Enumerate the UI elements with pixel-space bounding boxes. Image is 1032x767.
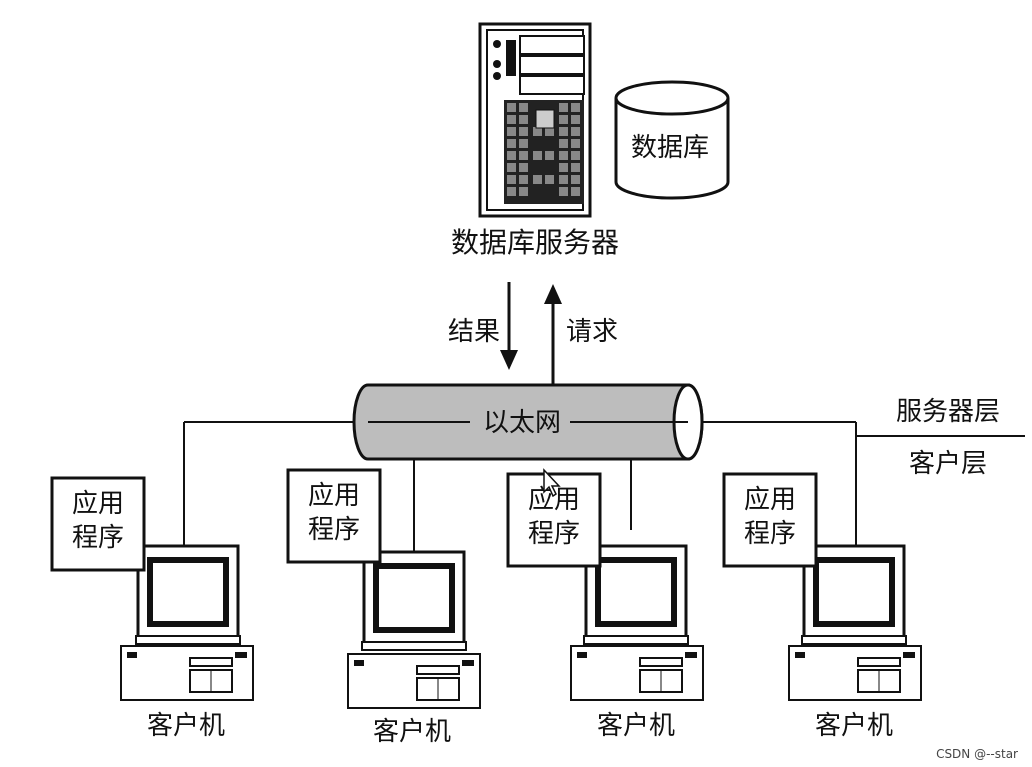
database-label: 数据库 xyxy=(631,133,709,163)
client-1: 应用 程序 客户机 xyxy=(50,476,254,741)
app-label-line2: 程序 xyxy=(72,523,124,553)
monitor-icon xyxy=(801,544,907,645)
desktop-case-icon xyxy=(788,645,922,701)
app-box xyxy=(50,476,146,572)
server-tower-icon xyxy=(478,22,592,218)
client-label: 客户机 xyxy=(815,711,893,741)
result-arrow-icon xyxy=(500,282,518,370)
db-server-label: 数据库服务器 xyxy=(451,226,619,259)
request-arrow-icon xyxy=(544,284,562,385)
desktop-case-icon xyxy=(347,653,481,709)
desktop-case-icon xyxy=(570,645,704,701)
monitor-icon xyxy=(583,544,689,645)
ethernet-pipe-icon xyxy=(352,383,704,461)
server-layer-label: 服务器层 xyxy=(896,397,1000,427)
client-4: 应用 程序 客户机 xyxy=(722,472,922,741)
watermark: CSDN @--star xyxy=(936,747,1018,761)
client-layer-label: 客户层 xyxy=(909,449,987,479)
result-label: 结果 xyxy=(448,317,500,347)
mouse-cursor-icon xyxy=(543,468,561,498)
app-label-line2: 程序 xyxy=(308,515,360,545)
app-label-line2: 程序 xyxy=(528,519,580,549)
client-2: 应用 程序 客户机 xyxy=(286,468,481,747)
app-box xyxy=(286,468,382,564)
ethernet-label: 以太网 xyxy=(483,408,561,438)
app-label-line2: 程序 xyxy=(744,519,796,549)
monitor-icon xyxy=(135,544,241,645)
app-box xyxy=(722,472,818,568)
app-label-line1: 应用 xyxy=(308,481,360,511)
request-label: 请求 xyxy=(566,317,618,347)
database-cylinder-icon xyxy=(614,80,730,200)
client-3: 应用 程序 客户机 xyxy=(506,472,704,741)
app-label-line1: 应用 xyxy=(744,485,796,515)
client-label: 客户机 xyxy=(597,711,675,741)
monitor-icon xyxy=(361,550,467,651)
client-label: 客户机 xyxy=(147,711,225,741)
app-label-line1: 应用 xyxy=(72,489,124,519)
client-label: 客户机 xyxy=(373,717,451,747)
desktop-case-icon xyxy=(120,645,254,701)
